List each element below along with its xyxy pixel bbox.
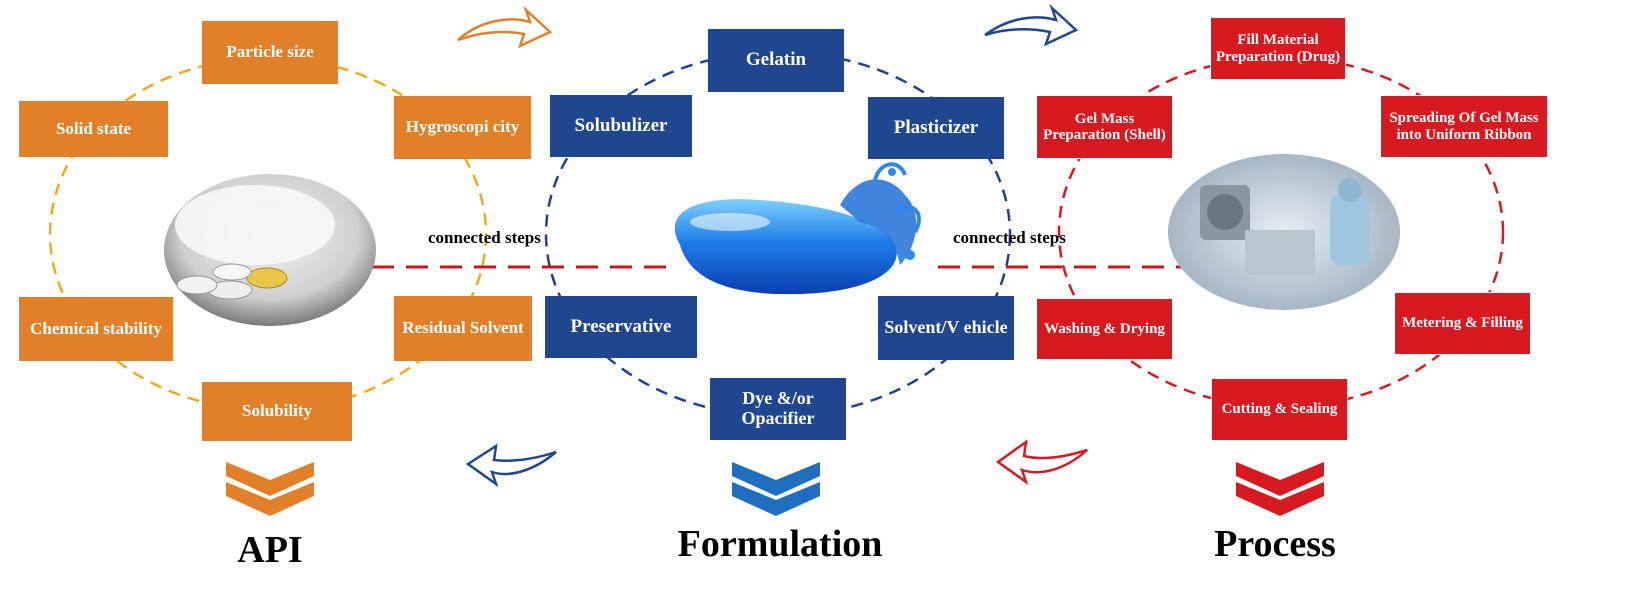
process-step-cutting-sealing: Cutting & Sealing bbox=[1211, 378, 1348, 441]
api-chevron-icon bbox=[226, 462, 314, 516]
process-step-spreading-gel-mass: Spreading Of Gel Mass into Uniform Ribbo… bbox=[1380, 95, 1548, 158]
process-chevron-icon bbox=[1236, 462, 1324, 516]
process-step-gel-mass-preparation: Gel Mass Preparation (Shell) bbox=[1036, 95, 1173, 159]
formulation-component-solubulizer: Solubulizer bbox=[550, 95, 692, 157]
cycle-arrow-top-right bbox=[984, 3, 1079, 47]
process-step-fill-material-preparation: Fill Material Preparation (Drug) bbox=[1210, 17, 1346, 80]
cycle-arrow-bottom-right bbox=[995, 439, 1088, 486]
api-attribute-particle-size: Particle size bbox=[202, 21, 338, 84]
drug-powder-image bbox=[164, 174, 376, 326]
process-section-title: Process bbox=[1214, 523, 1336, 565]
api-attribute-chemical-stability: Chemical stability bbox=[19, 297, 173, 361]
cycle-arrow-bottom-left bbox=[465, 443, 557, 488]
api-attribute-hygroscopicity: Hygroscopi city bbox=[394, 96, 531, 159]
formulation-component-preservative: Preservative bbox=[545, 296, 697, 358]
formulation-component-gelatin: Gelatin bbox=[708, 29, 844, 92]
api-attribute-solubility: Solubility bbox=[202, 382, 352, 441]
formulation-section-title: Formulation bbox=[677, 523, 883, 565]
connector-label-left: connected steps bbox=[428, 228, 541, 247]
process-step-metering-filling: Metering & Filling bbox=[1394, 292, 1531, 355]
connector-label-right: connected steps bbox=[953, 228, 1066, 247]
softgel-capsule-image bbox=[674, 162, 921, 295]
formulation-chevron-icon bbox=[732, 462, 820, 516]
api-attribute-solid-state: Solid state bbox=[19, 101, 168, 157]
process-cycle-ellipse bbox=[1057, 55, 1505, 409]
formulation-component-dye-opacifier: Dye &/or Opacifier bbox=[710, 378, 846, 440]
formulation-component-solvent-vehicle: Solvent/V ehicle bbox=[878, 296, 1014, 360]
process-step-washing-drying: Washing & Drying bbox=[1036, 298, 1173, 360]
formulation-component-plasticizer: Plasticizer bbox=[868, 97, 1004, 159]
cycle-arrow-top-left bbox=[457, 5, 553, 49]
api-attribute-residual-solvent: Residual Solvent bbox=[394, 296, 532, 361]
manufacturing-lab-image bbox=[1168, 154, 1400, 310]
api-section-title: API bbox=[237, 529, 303, 571]
